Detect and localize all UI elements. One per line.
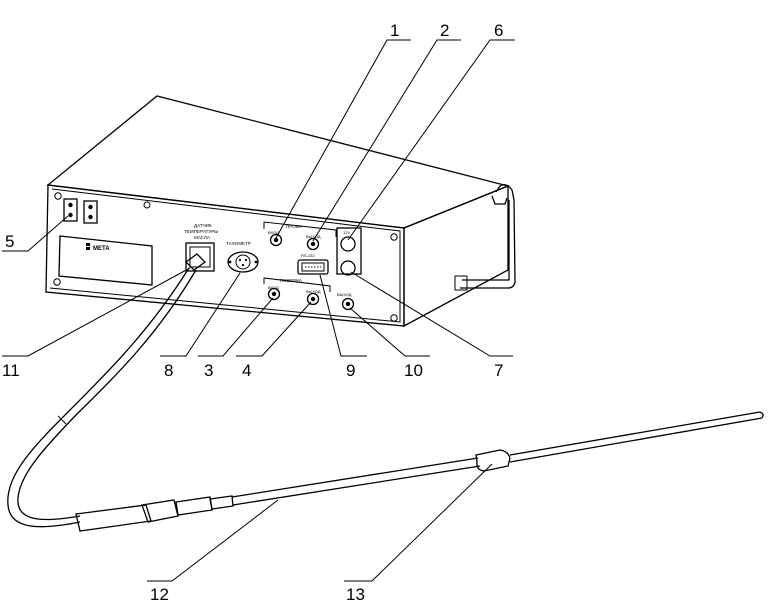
callout-1: 1: [390, 21, 399, 40]
callout-3: 3: [204, 361, 213, 380]
rs232-label: RS-232: [301, 253, 315, 258]
probe-handle: [75, 495, 234, 532]
output-fitting: ВЫХОД: [337, 292, 355, 311]
panel-screws: [53, 192, 398, 322]
carry-handle: [454, 184, 516, 291]
logo-text: МЕТА: [93, 246, 110, 252]
callout-9: 9: [346, 361, 355, 380]
callout-7: 7: [494, 361, 503, 380]
tachometer-connector: ТАХОМЕТР: [226, 241, 259, 273]
sensor-label-2: ТЕМПЕРАТУРЫ: [184, 229, 218, 234]
leader-lines: [2, 39, 515, 582]
probe-fittings: ПРОБА ВХОД ВЫХОД: [263, 221, 337, 251]
rs232-connector: RS-232: [297, 253, 329, 275]
callout-8: 8: [164, 361, 173, 380]
oil-temp-sensor-socket: ДАТЧИК ТЕМПЕРАТУРЫ МАСЛА: [184, 223, 218, 272]
calib-in-label: ВХОД: [268, 285, 279, 290]
instrument-box: [45, 95, 511, 328]
calib-group-label: ПОВЕРКА: [280, 278, 303, 283]
power-label: 12V: [343, 230, 350, 235]
calib-out-label: ВЫХОД: [306, 289, 321, 294]
nameplate: МЕТА: [58, 235, 153, 286]
sensor-label-1: ДАТЧИК: [194, 223, 212, 228]
probe-group-label: ПРОБА: [286, 224, 303, 229]
calibration-fittings: ПОВЕРКА ВХОД ВЫХОД: [263, 277, 331, 306]
callout-12: 12: [150, 585, 169, 604]
power-block: 12V: [336, 227, 362, 276]
probe-in-label: ВХОД: [268, 230, 279, 235]
callout-2: 2: [440, 21, 449, 40]
callout-11: 11: [2, 361, 20, 380]
fuse-holders: [63, 198, 98, 224]
callout-13: 13: [346, 585, 365, 604]
probe-rod: [231, 411, 764, 506]
callout-numbers: 1 2 3 4 5 6 7 8 9 10 11 12 13: [2, 21, 503, 604]
sensor-label-3: МАСЛА: [194, 235, 211, 240]
callout-10: 10: [404, 361, 423, 380]
callout-5: 5: [5, 232, 14, 251]
callout-4: 4: [242, 361, 251, 380]
sensor-cable: [7, 253, 206, 528]
probe-out-label: ВЫХОД: [306, 234, 321, 239]
output-label: ВЫХОД: [337, 292, 352, 297]
callout-6: 6: [494, 21, 503, 40]
tacho-label: ТАХОМЕТР: [226, 241, 251, 246]
